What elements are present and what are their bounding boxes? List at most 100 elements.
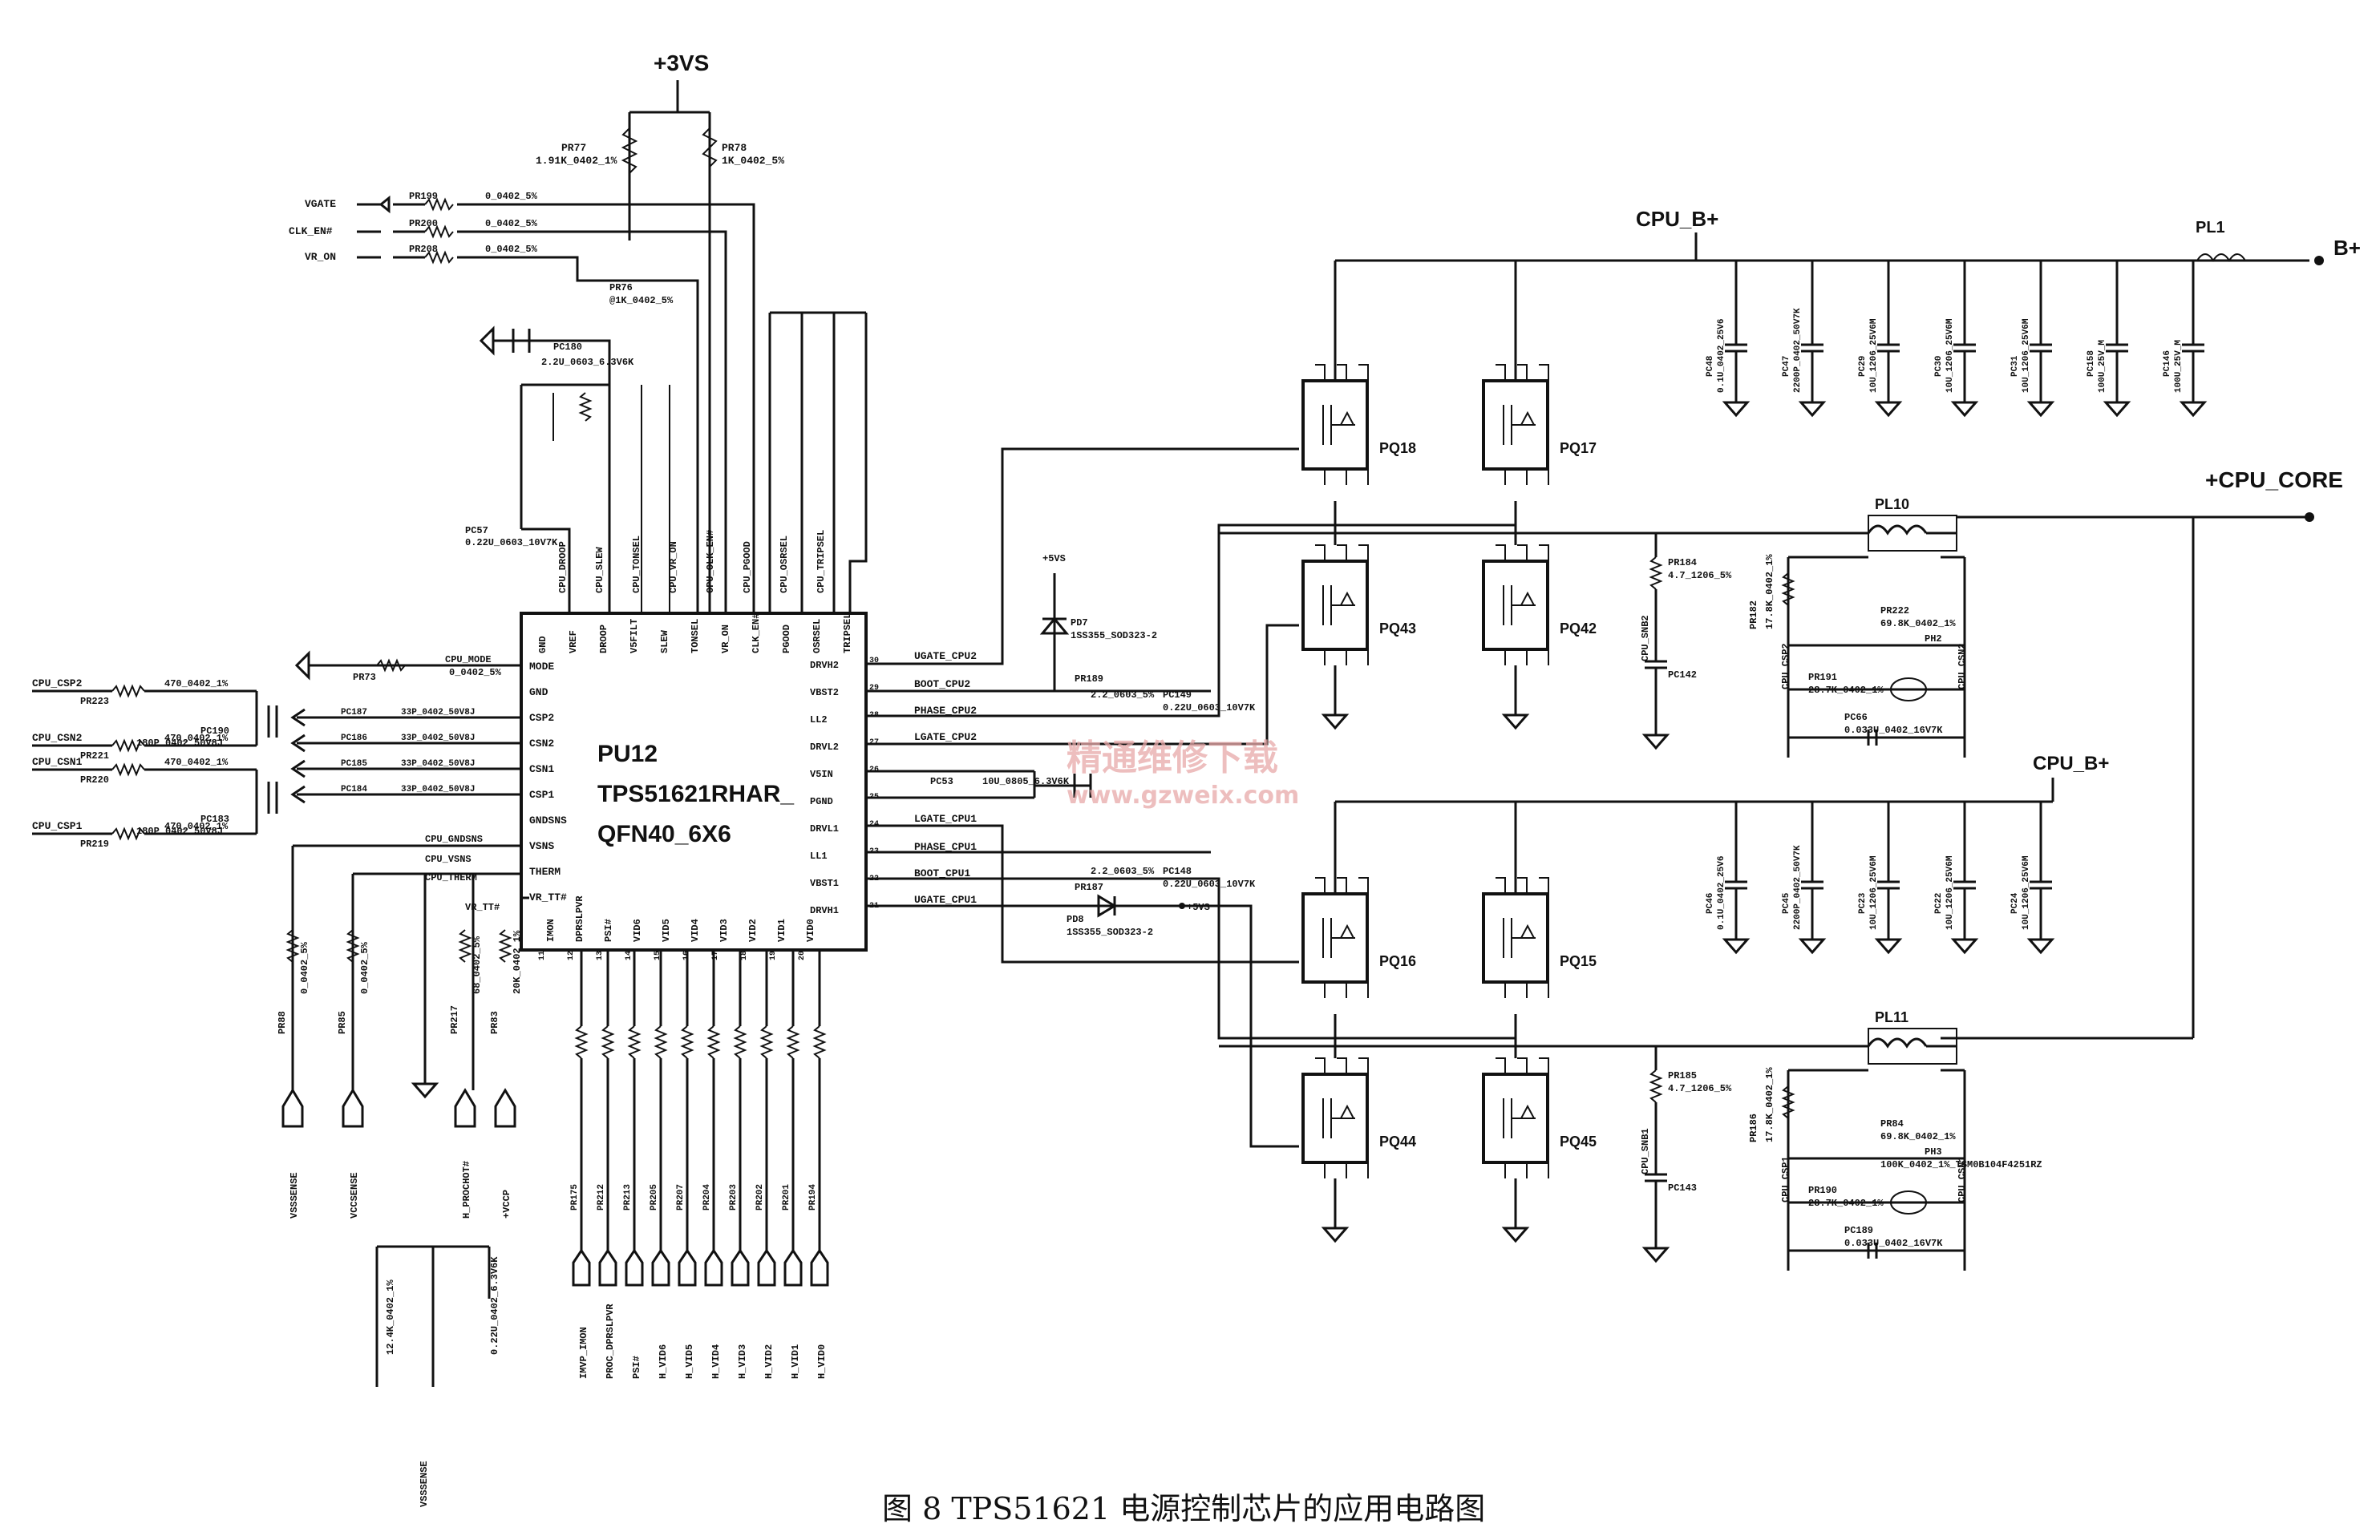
pr78-label: PR78	[722, 142, 747, 154]
ic-pin-bottom-8: VID1	[776, 919, 787, 942]
vr-on-label: VR_ON	[305, 251, 336, 263]
bl-res-0: PR88	[277, 1011, 288, 1034]
bl-val-1: 0_0402_5%	[359, 941, 370, 994]
vid-net-8: H_VID1	[790, 1344, 801, 1379]
connector	[454, 1088, 476, 1128]
cap-bot-ref-1: PC45	[1782, 892, 1791, 914]
ground-symbol	[1874, 393, 1903, 418]
vid-conn	[704, 1058, 723, 1287]
ic-pin-bottom-0: IMON	[545, 919, 557, 942]
resistor	[111, 684, 145, 698]
capacitor	[2030, 880, 2052, 890]
pc53-value: 10U_0805_6.3V6K	[982, 776, 1070, 787]
ic-pin-num-bottom-9: 20	[798, 951, 807, 960]
ground-symbol	[1874, 930, 1903, 955]
top-net-0: CPU_DROOP	[557, 541, 569, 593]
ground-symbol	[2026, 393, 2055, 418]
pr84-label: PR84	[1880, 1118, 1904, 1130]
bplus-label: B+	[2333, 236, 2361, 260]
resistor	[812, 1025, 827, 1059]
bl-res-2: PR217	[449, 1005, 460, 1034]
pc57-value: 0.22U_0603_10V7K	[465, 537, 558, 548]
connector	[281, 1088, 304, 1128]
mosfet-label-PQ43: PQ43	[1379, 620, 1416, 637]
pc180-value: 2.2U_0603_6.3V6K	[541, 357, 634, 368]
boot1-capval: 0.22U_0603_10V7K	[1163, 879, 1256, 890]
mosfet-pins	[1496, 877, 1549, 998]
pc66-label: PC66	[1844, 712, 1868, 723]
pr190-label: PR190	[1808, 1185, 1837, 1196]
pc221-value: 0.22U_0402_6.3V6K	[489, 1256, 500, 1355]
cap-bot-val-3: 10U_1206_25V6M	[1945, 855, 1955, 930]
ic-pin-right-7: LL1	[810, 851, 828, 862]
small-cap-val-2: 33P_0402_50V8J	[401, 759, 475, 769]
vid-conn	[651, 1058, 670, 1287]
cs-val: 17.8K_0402_1%	[1764, 1067, 1775, 1142]
mosfet-symbol	[1503, 918, 1536, 958]
pr191-label: PR191	[1808, 672, 1837, 683]
input-signals: VGATE CLK_EN# VR_ON PR199 0_0402_5% PR20…	[289, 191, 755, 613]
resistor	[1649, 1069, 1663, 1103]
cap-top-val-5: 100U_25V_M	[2098, 340, 2107, 393]
cap-bot-ref-4: PC24	[2010, 892, 2020, 914]
vid-conn	[598, 1058, 617, 1287]
cpu-core-label: +CPU_CORE	[2205, 467, 2343, 492]
capacitor	[1725, 880, 1747, 890]
ic-pin-top-1: VREF	[568, 630, 579, 653]
resistor	[111, 762, 145, 777]
cap-bot-ref-2: PC23	[1858, 892, 1868, 914]
cap-top-ref-1: PC47	[1782, 356, 1791, 377]
cs-val: 17.8K_0402_1%	[1764, 554, 1775, 629]
ic-pin-top-4: SLEW	[659, 629, 670, 653]
cpu-gndsns-label: CPU_GNDSNS	[425, 834, 483, 845]
lgate-cpu2-label: LGATE_CPU2	[914, 731, 977, 743]
ic-pin-right-9: DRVH1	[810, 905, 839, 916]
pd7-label: PD7	[1071, 617, 1088, 629]
ic-pin-num-bottom-4: 15	[654, 951, 662, 960]
pd7-value: 1SS355_SOD323-2	[1071, 630, 1157, 641]
resistor	[759, 1025, 774, 1059]
ic-pin-right-1: VBST2	[810, 687, 839, 698]
sense-net-3: CPU_CSP1	[32, 820, 83, 832]
ic-pin-num-right-0: 30	[869, 657, 879, 665]
snubber-res: PR185	[1668, 1070, 1697, 1081]
top-net-6: CPU_OSRSEL	[779, 536, 790, 593]
vid-net-7: H_VID2	[763, 1344, 775, 1379]
cs-cap	[1867, 730, 1878, 746]
snubber-net: CPU_SNB2	[1640, 615, 1651, 661]
mosfet-label-PQ42: PQ42	[1560, 620, 1597, 637]
csn-wire	[290, 785, 521, 804]
top-net-2: CPU_TONSEL	[631, 536, 642, 593]
ugate-cpu1-label: UGATE_CPU1	[914, 894, 977, 906]
ic-pin-num-bottom-0: 11	[538, 951, 547, 960]
inductor	[1219, 1037, 1957, 1049]
ic-pin-num-right-1: 29	[869, 684, 879, 693]
bottom-left-nets: PR880_0402_5%VSSSENSEPR850_0402_5%VCCSEN…	[277, 929, 523, 1219]
v5s-pd7-label: +5VS	[1042, 553, 1066, 564]
inductor-label-PL10: PL10	[1875, 496, 1909, 512]
ph3-value: 100K_0402_1%_TSM0B104F4251RZ	[1880, 1159, 2042, 1170]
pc57-label: PC57	[465, 525, 488, 536]
ic-pin-bottom-6: VID3	[718, 919, 730, 942]
switch-node	[1334, 501, 1517, 545]
vid-net-4: H_VID5	[684, 1344, 695, 1379]
ph3-label: PH3	[1925, 1146, 1942, 1158]
snubber-cap: PC142	[1668, 669, 1697, 681]
ic-pin-top-10: TRIPSEL	[842, 613, 853, 653]
vid-conn	[625, 1058, 644, 1287]
capacitor	[2030, 343, 2052, 353]
boot1-cap: PC148	[1163, 866, 1192, 877]
ic-pin-num-bottom-2: 13	[596, 951, 605, 960]
phase-cpu2-label: PHASE_CPU2	[914, 705, 977, 717]
ic-pin-right-8: VBST1	[810, 878, 839, 889]
mosfet-pins	[1496, 364, 1549, 485]
vid-net-3: H_VID6	[658, 1344, 669, 1379]
sense-cap	[255, 691, 278, 834]
vid-res-6: PR203	[729, 1184, 739, 1211]
ic-pin-left-3: CSN2	[529, 738, 554, 750]
ic-pin-right-3: DRVL2	[810, 742, 839, 753]
ground-symbol	[1798, 393, 1827, 418]
